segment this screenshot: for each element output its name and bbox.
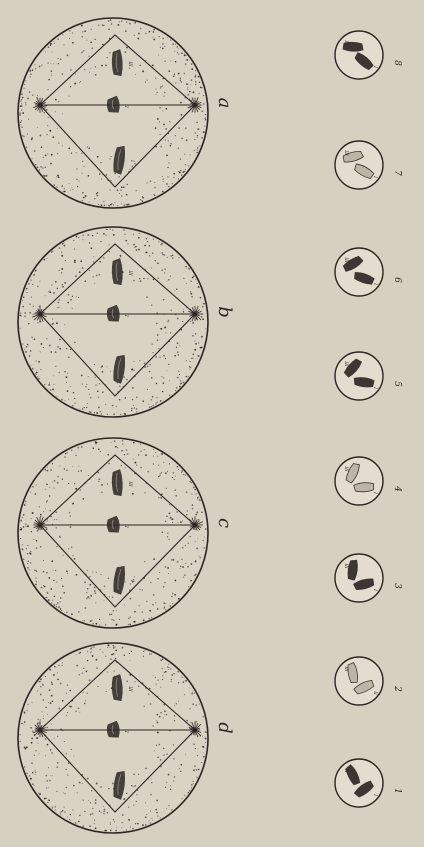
chromosome-label: III [343,149,349,156]
chromosome-label: I [129,159,135,162]
chromosome-label: I [372,175,378,178]
cell-membrane [18,643,208,833]
nucleus-number: 3 [392,583,402,589]
chromosome-label: II [343,768,349,773]
chromosome-label: III [127,60,133,67]
chromosome-label: III [127,480,133,487]
panel-label: b [214,306,235,318]
chromosome-label: III [127,685,133,692]
chromosome-label: I [372,793,378,796]
chromosome-label: III [343,256,349,263]
chromosome-label: I [372,491,378,494]
nuclear-envelope [335,554,383,602]
chromosome-label: III [127,269,133,276]
nuclear-envelope [335,657,383,705]
chromosome-label: I [129,784,135,787]
chromosome-label: II [123,523,129,528]
nucleus-number: 5 [392,381,402,387]
chromosome-label: II [123,103,129,108]
nuclear-envelope [335,248,383,296]
chromosome-label: I [129,579,135,582]
nucleus-number: 4 [392,485,402,492]
nucleus-number: 6 [392,277,402,283]
chromosome-label: III [343,665,349,672]
panel-label: a [214,98,235,109]
panel-label: c [214,518,235,528]
chromosome-label: III [343,39,349,46]
cell-membrane [18,438,208,628]
nuclear-envelope [335,457,383,505]
chromosome-label: II [372,690,378,695]
panel-label: d [214,722,235,734]
chromosome-label: I [372,282,378,285]
chromosome-label: III [343,360,349,367]
chromosome-label: III [343,465,349,472]
nucleus-number: 1 [392,788,402,794]
nuclear-envelope [335,352,383,400]
nucleus-number: 7 [392,170,402,176]
chromosome-label: II [123,312,129,317]
chromosome-label: I [129,368,135,371]
cell-membrane [18,227,208,417]
chromosome-label: III [343,562,349,569]
chromosome-label: I [372,386,378,389]
chromosome-label: II [123,728,129,733]
chromosome-label: I [372,65,378,68]
cell-membrane [18,18,208,208]
nucleus-number: 8 [392,60,402,66]
nucleus-number: 2 [392,685,402,692]
chromosome-label: I [372,588,378,591]
